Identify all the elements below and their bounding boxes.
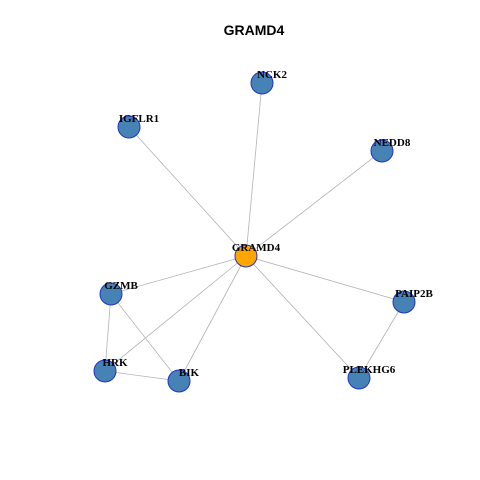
edge-gramd4-bik: [178, 255, 247, 382]
edge-gzmb-bik: [110, 293, 180, 382]
node-circle[interactable]: [234, 244, 258, 268]
edge-gramd4-nck2: [245, 82, 263, 257]
node-bik[interactable]: BIK: [167, 367, 200, 393]
edge-hrk-bik: [104, 370, 180, 382]
node-circle[interactable]: [99, 282, 123, 306]
node-circle[interactable]: [370, 139, 394, 163]
node-paip2b[interactable]: PAIP2B: [392, 288, 434, 314]
edge-gramd4-gzmb: [110, 255, 247, 295]
diagram-title: GRAMD4: [224, 22, 285, 38]
node-circle[interactable]: [117, 115, 141, 139]
node-circle[interactable]: [347, 366, 371, 390]
node-gzmb[interactable]: GZMB: [99, 280, 138, 306]
node-plekhg6[interactable]: PLEKHG6: [343, 364, 396, 390]
node-circle[interactable]: [167, 369, 191, 393]
node-nck2[interactable]: NCK2: [250, 69, 287, 95]
node-label: GRAMD4: [232, 242, 281, 254]
edge-gramd4-igflr1: [128, 126, 247, 257]
node-gramd4[interactable]: GRAMD4: [232, 242, 281, 268]
node-label: NEDD8: [374, 137, 411, 149]
node-label: NCK2: [257, 69, 287, 81]
edge-layer: [104, 82, 405, 382]
node-circle[interactable]: [392, 290, 416, 314]
node-igflr1[interactable]: IGFLR1: [117, 113, 159, 139]
edge-gramd4-plekhg6: [245, 255, 360, 379]
node-label: PAIP2B: [395, 288, 433, 300]
node-label: GZMB: [104, 280, 138, 292]
node-label: BIK: [179, 367, 200, 379]
edge-gramd4-paip2b: [245, 255, 405, 303]
node-label: IGFLR1: [119, 113, 159, 125]
edge-gramd4-nedd8: [245, 150, 383, 257]
node-circle[interactable]: [250, 71, 274, 95]
edge-gramd4-hrk: [104, 255, 247, 372]
node-label: PLEKHG6: [343, 364, 396, 376]
node-label: HRK: [102, 357, 128, 369]
node-circle[interactable]: [93, 359, 117, 383]
edge-paip2b-plekhg6: [358, 301, 405, 379]
node-nedd8[interactable]: NEDD8: [370, 137, 411, 163]
edge-gzmb-hrk: [104, 293, 112, 372]
node-hrk[interactable]: HRK: [93, 357, 128, 383]
